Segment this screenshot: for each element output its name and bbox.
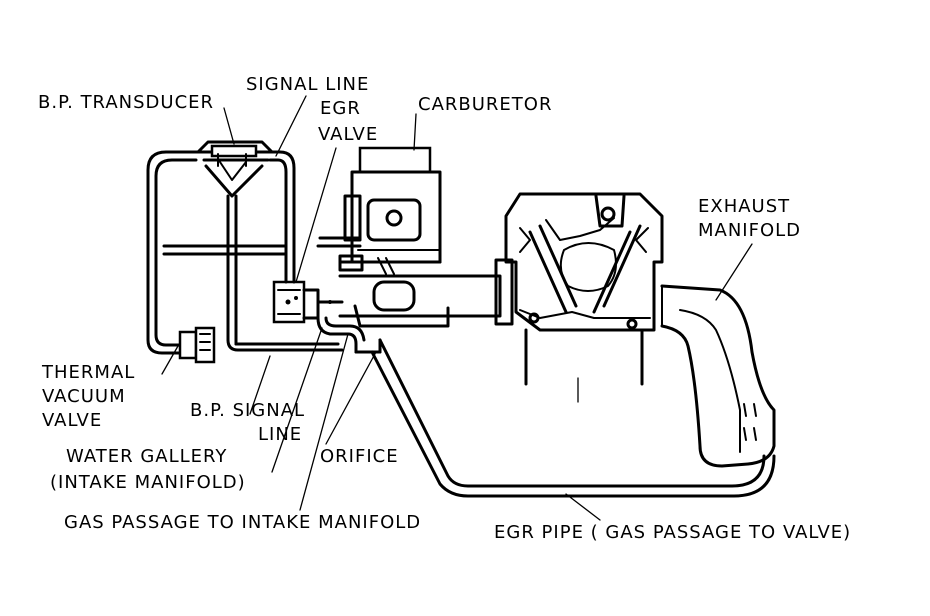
exhaust-manifold: [660, 284, 776, 468]
orifice-passage: [316, 316, 382, 354]
egr-valve: [272, 260, 344, 324]
label-exhaust-manifold-line1: EXHAUST: [698, 196, 790, 217]
label-water-gallery-line1: WATER GALLERY: [66, 446, 227, 467]
label-signal-line: SIGNAL LINE: [246, 74, 369, 95]
label-carburetor: CARBURETOR: [418, 94, 552, 115]
label-thermal-vacuum-valve-line2: VACUUM: [42, 386, 126, 407]
leader-lines: [161, 95, 753, 521]
bp-transducer: [196, 140, 274, 346]
engine-block: [524, 328, 644, 403]
label-egr-valve-line1: EGR: [320, 98, 361, 119]
label-exhaust-manifold-line2: MANIFOLD: [698, 220, 801, 241]
label-egr-valve-line2: VALVE: [318, 124, 378, 145]
diagram-labels: B.P. TRANSDUCER SIGNAL LINE EGR VALVE CA…: [38, 74, 851, 543]
carburetor: [316, 146, 442, 275]
label-gas-passage: GAS PASSAGE TO INTAKE MANIFOLD: [64, 512, 421, 533]
label-orifice: ORIFICE: [320, 446, 399, 467]
thermal-vacuum-valve: [178, 326, 216, 364]
label-bp-signal-line-line2: LINE: [258, 424, 302, 445]
vacuum-lines: [146, 150, 344, 355]
label-thermal-vacuum-valve-line1: THERMAL: [41, 362, 135, 383]
label-bp-transducer: B.P. TRANSDUCER: [38, 92, 214, 113]
engine-head: [504, 192, 664, 332]
label-water-gallery-line2: (INTAKE MANIFOLD): [50, 472, 246, 493]
intake-manifold: [338, 258, 514, 328]
label-bp-signal-line-line1: B.P. SIGNAL: [190, 400, 305, 421]
label-egr-pipe: EGR PIPE ( GAS PASSAGE TO VALVE): [494, 522, 851, 543]
egr-pipe: [370, 338, 776, 498]
label-thermal-vacuum-valve-line3: VALVE: [42, 410, 102, 431]
